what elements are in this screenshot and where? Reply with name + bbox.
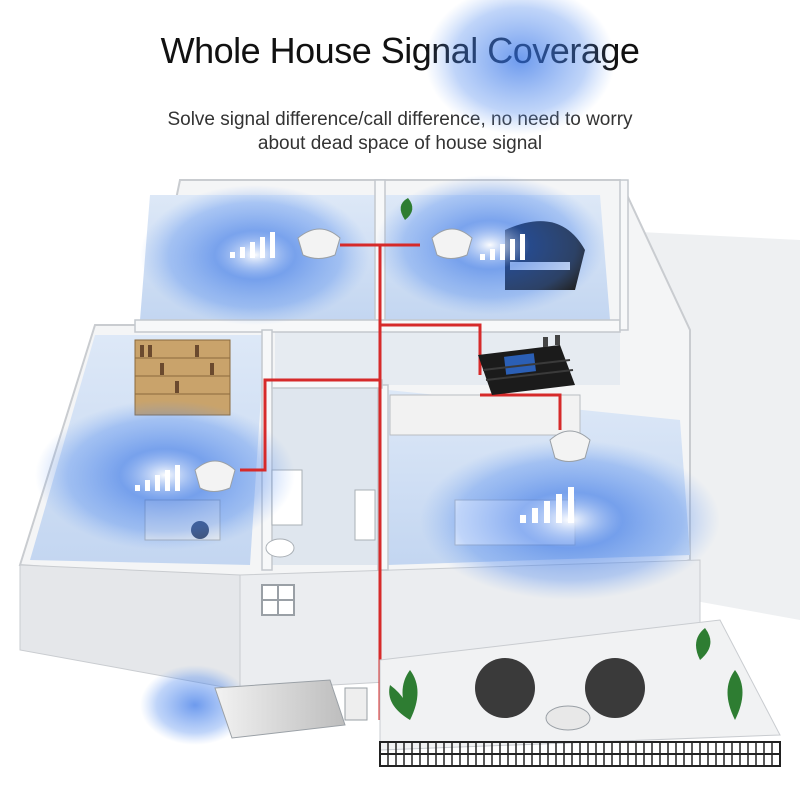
signal-glow-living-room xyxy=(375,175,605,315)
outdoor-panel-antenna-icon xyxy=(214,679,368,739)
subtitle-line-2: about dead space of house signal xyxy=(257,133,543,154)
front-window xyxy=(261,584,295,616)
patio-fence-posts xyxy=(387,742,773,766)
outdoor-signal-glow xyxy=(140,665,250,745)
plant-icon xyxy=(389,198,743,720)
patio-chairs xyxy=(475,658,645,731)
ceiling-antenna-icon xyxy=(194,228,591,492)
top-signal-glow xyxy=(425,0,615,135)
patio-floor xyxy=(379,619,781,751)
signal-booster-icon xyxy=(478,335,575,395)
signal-bars-icon xyxy=(135,232,574,523)
